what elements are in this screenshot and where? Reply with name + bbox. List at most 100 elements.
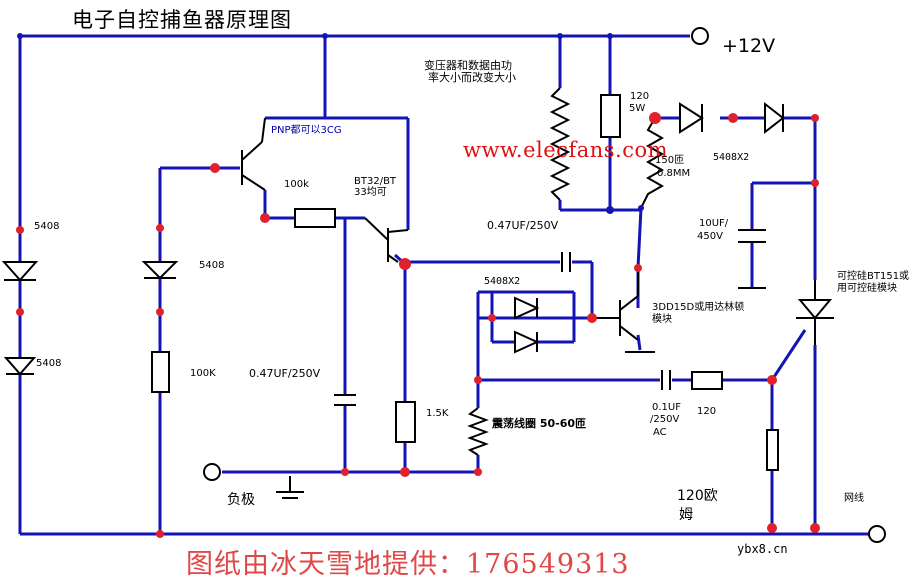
node — [16, 226, 24, 234]
label-res-120-5w-b: 5W — [629, 103, 646, 114]
node — [156, 530, 164, 538]
credit-text: 图纸由冰天雪地提供：176549313 — [186, 549, 630, 580]
diode-top-1 — [679, 102, 704, 134]
junction — [638, 205, 644, 211]
xfmr-primary — [549, 87, 571, 201]
node — [811, 114, 819, 122]
node — [767, 375, 777, 385]
label-supply: +12V — [722, 35, 776, 57]
label-res-150-a: 150匝 — [655, 155, 685, 166]
resistor-120-small — [691, 371, 723, 390]
coil-150 — [640, 117, 665, 209]
watermark-text: www.elecfans.com — [463, 138, 669, 162]
label-negative: 负极 — [227, 492, 255, 508]
npn-collector — [619, 295, 639, 311]
label-res-150-b: 0.8MM — [657, 168, 691, 179]
diode-5408-a — [1, 261, 39, 282]
node — [474, 376, 482, 384]
node — [587, 313, 597, 323]
label-cap-10uf-b: 450V — [697, 231, 723, 242]
bt-emitter — [364, 217, 389, 241]
transistors — [241, 117, 655, 499]
terminal-net — [868, 525, 886, 543]
site-text: ybx8.cn — [737, 542, 788, 556]
label-scr-note-2: 用可控硅模块 — [837, 283, 897, 294]
junction — [607, 33, 613, 39]
label-diode-5408-b: 5408 — [36, 358, 62, 369]
junction — [17, 33, 23, 39]
node — [341, 468, 349, 476]
bt-b2 — [387, 229, 409, 233]
node — [767, 523, 777, 533]
collector-to-transformer-wire — [636, 207, 643, 269]
resistor-120-5w — [600, 94, 621, 138]
label-net: 网线 — [844, 493, 864, 504]
diode-5408-c — [141, 261, 179, 280]
label-cap-01-c: AC — [653, 427, 667, 438]
node — [728, 113, 738, 123]
node — [156, 224, 164, 232]
node — [156, 308, 164, 316]
terminal-negative — [203, 463, 221, 481]
label-cap-01-a: 0.1UF — [652, 402, 681, 413]
node — [16, 308, 24, 316]
label-coil: 震荡线圈 50-60匝 — [492, 417, 587, 430]
node — [400, 467, 410, 477]
label-xfmr-note-2: 率大小而改变大小 — [428, 71, 516, 84]
diode-pair-1 — [514, 296, 540, 320]
page-title: 电子自控捕鱼器原理图 — [72, 8, 292, 32]
npn-emitter — [619, 325, 639, 341]
pnp-collector — [241, 174, 266, 191]
coils — [467, 87, 665, 456]
diode-top-2 — [764, 101, 785, 135]
emitter-ground-wire — [636, 334, 642, 351]
junctions — [17, 33, 644, 214]
node — [399, 258, 411, 270]
terminal-12v — [691, 27, 709, 45]
node — [474, 468, 482, 476]
scr-body — [797, 299, 833, 320]
label-cap-047-top: 0.47UF/250V — [487, 219, 559, 232]
label-cap-047-left: 0.47UF/250V — [249, 367, 321, 380]
node — [210, 163, 220, 173]
resistor-100k-v — [151, 351, 170, 393]
node — [649, 112, 661, 124]
pnp-emitter — [241, 141, 263, 161]
coil-oscillator — [467, 407, 489, 456]
node — [260, 213, 270, 223]
label-diode-5408-a: 5408 — [34, 221, 60, 232]
label-ohm-120-b: 姆 — [679, 507, 693, 523]
resistor-120-ohm — [766, 429, 779, 471]
resistor-15k — [395, 401, 416, 443]
node — [811, 179, 819, 187]
label-res-100k-h: 100k — [284, 179, 309, 190]
label-ohm-120-a: 120欧 — [677, 488, 718, 504]
diode-5408-b — [3, 357, 37, 376]
node — [810, 523, 820, 533]
label-scr-note-1: 可控硅BT151或 — [837, 271, 910, 282]
label-bt-note-1: BT32/BT — [354, 176, 397, 187]
label-res-100k-v: 100K — [190, 368, 216, 379]
diode-pair-2 — [514, 330, 540, 354]
label-xfmr-note-1: 变压器和数据由功 — [424, 59, 512, 72]
junction — [557, 33, 563, 39]
label-diode-pair-top: 5408X2 — [713, 152, 750, 163]
junction — [606, 206, 614, 214]
node — [634, 264, 642, 272]
label-cap-10uf-a: 10UF/ — [699, 218, 729, 229]
label-cap-01-b: /250V — [650, 414, 680, 425]
pnp-emitter-lead — [261, 117, 266, 143]
nodes — [16, 112, 820, 538]
label-diode-5408-c: 5408 — [199, 260, 225, 271]
label-transistor-note-2: 模块 — [652, 314, 672, 325]
label-res-120-small: 120 — [697, 406, 717, 417]
label-transistor-note-1: 3DD15D或用达林顿 — [652, 302, 745, 313]
label-res-120-5w-a: 120 — [630, 91, 650, 102]
label-pnp-note: PNP都可以3CG — [271, 125, 342, 136]
label-bt-note-2: 33均可 — [354, 187, 387, 198]
label-diode-pair-mid: 5408X2 — [484, 276, 521, 287]
label-res-15k: 1.5K — [426, 408, 449, 419]
wires — [18, 34, 870, 536]
resistor-100k-h — [294, 208, 336, 228]
